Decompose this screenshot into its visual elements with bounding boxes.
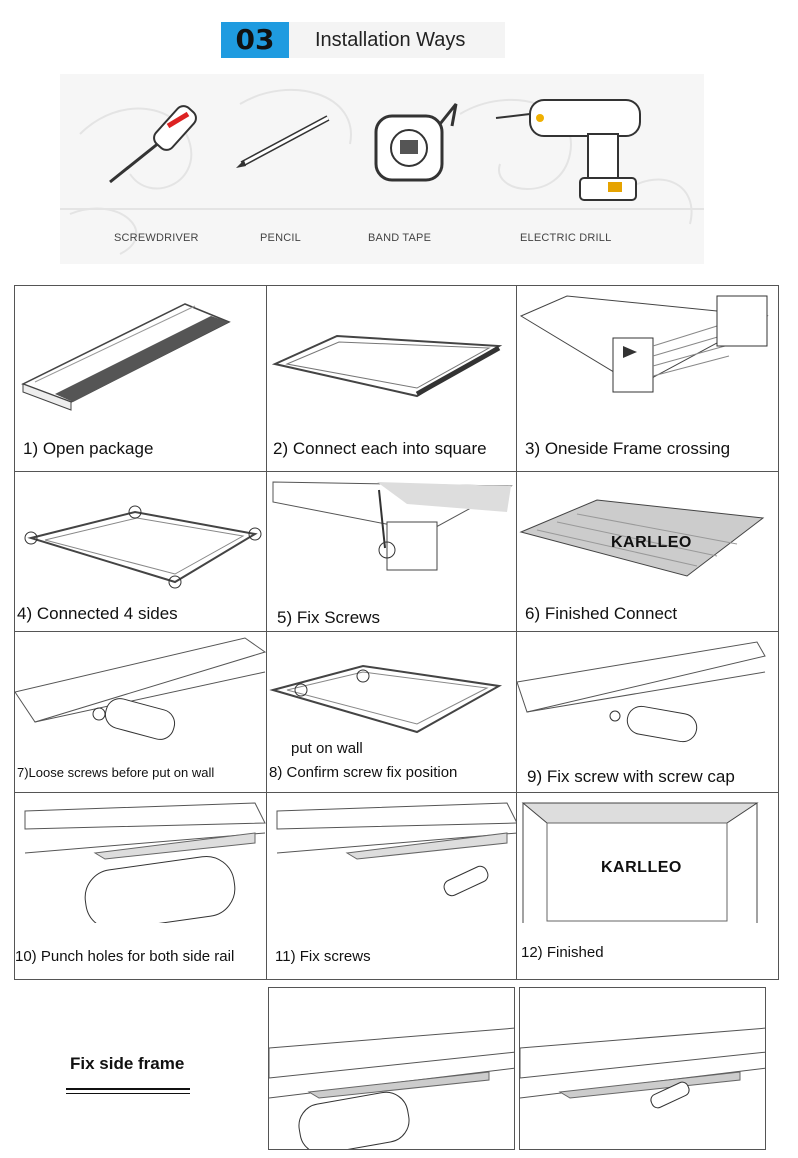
step-cell-5: 5) Fix Screws: [266, 471, 517, 632]
step-caption-9: 9) Fix screw with screw cap: [527, 767, 735, 786]
connect-square-illustration: [271, 334, 503, 398]
fix-side-frame-label: Fix side frame: [70, 1054, 185, 1073]
tools-banner: SCREWDRIVER PENCIL BAND TAPE ELECTRIC DR…: [60, 74, 704, 264]
step-cell-10: 10) Punch holes for both side rail: [14, 792, 267, 980]
connected-sides-illustration: [24, 505, 262, 589]
step-cell-11: 11) Fix screws: [266, 792, 517, 980]
brand-logo: KARLLEO: [611, 534, 692, 551]
confirm-screw-illustration: [269, 664, 503, 734]
screwdriver-icon: [109, 105, 197, 184]
side-frame-screw-cell: [519, 987, 766, 1150]
fix-screws-rail-illustration: [276, 802, 516, 897]
step-cell-7: 7)Loose screws before put on wall: [14, 631, 267, 793]
side-frame-screw-illustration: [520, 1027, 765, 1109]
step-caption-12: 12) Finished: [521, 944, 604, 961]
section-title: Installation Ways: [289, 22, 505, 58]
fix-screws-illustration: [272, 481, 513, 571]
tool-label-pencil: PENCIL: [260, 232, 301, 244]
tools-illustration: [60, 89, 704, 255]
step-caption-2: 2) Connect each into square: [273, 439, 487, 458]
step-cell-12: KARLLEO 12) Finished: [516, 792, 779, 980]
step-caption-4: 4) Connected 4 sides: [17, 604, 178, 623]
step-caption-6: 6) Finished Connect: [525, 604, 678, 623]
step-caption-1: 1) Open package: [23, 439, 154, 458]
pencil-icon: [236, 115, 330, 168]
frame-crossing-illustration: [519, 295, 769, 393]
side-frame-drill-illustration: [269, 1027, 514, 1149]
tape-measure-icon: [374, 103, 458, 182]
tool-label-electric-drill: ELECTRIC DRILL: [520, 232, 612, 244]
step-cell-3: 3) Oneside Frame crossing: [516, 285, 779, 472]
finished-connect-illustration: [519, 499, 765, 577]
step-pre-caption-8: put on wall: [291, 740, 363, 757]
underline-divider: [66, 1093, 190, 1094]
tool-label-screwdriver: SCREWDRIVER: [114, 232, 199, 244]
step-caption-11: 11) Fix screws: [275, 948, 371, 965]
section-number: 03: [221, 22, 289, 58]
screw-cap-illustration: [517, 641, 766, 743]
step-cell-2: 2) Connect each into square: [266, 285, 517, 472]
electric-drill-icon: [495, 99, 641, 201]
step-cell-9: 9) Fix screw with screw cap: [516, 631, 779, 793]
open-package-illustration: [21, 303, 231, 411]
step-caption-8: 8) Confirm screw fix position: [269, 764, 458, 781]
punch-holes-illustration: [24, 802, 266, 923]
step-cell-4: 4) Connected 4 sides: [14, 471, 267, 632]
step-caption-10: 10) Punch holes for both side rail: [15, 948, 235, 965]
step-caption-5: 5) Fix Screws: [277, 608, 380, 627]
brand-logo: KARLLEO: [601, 859, 682, 876]
step-cell-8: put on wall 8) Confirm screw fix positio…: [266, 631, 517, 793]
underline-divider: [66, 1088, 190, 1090]
finished-illustration: [521, 802, 759, 923]
loose-screws-illustration: [15, 637, 266, 740]
step-cell-6: KARLLEO 6) Finished Connect: [516, 471, 779, 632]
side-frame-drill-cell: [268, 987, 515, 1150]
tool-label-band-tape: BAND TAPE: [368, 232, 432, 244]
step-cell-1: 1) Open package: [14, 285, 267, 472]
step-caption-3: 3) Oneside Frame crossing: [525, 439, 731, 458]
step-caption-7: 7)Loose screws before put on wall: [17, 765, 215, 780]
